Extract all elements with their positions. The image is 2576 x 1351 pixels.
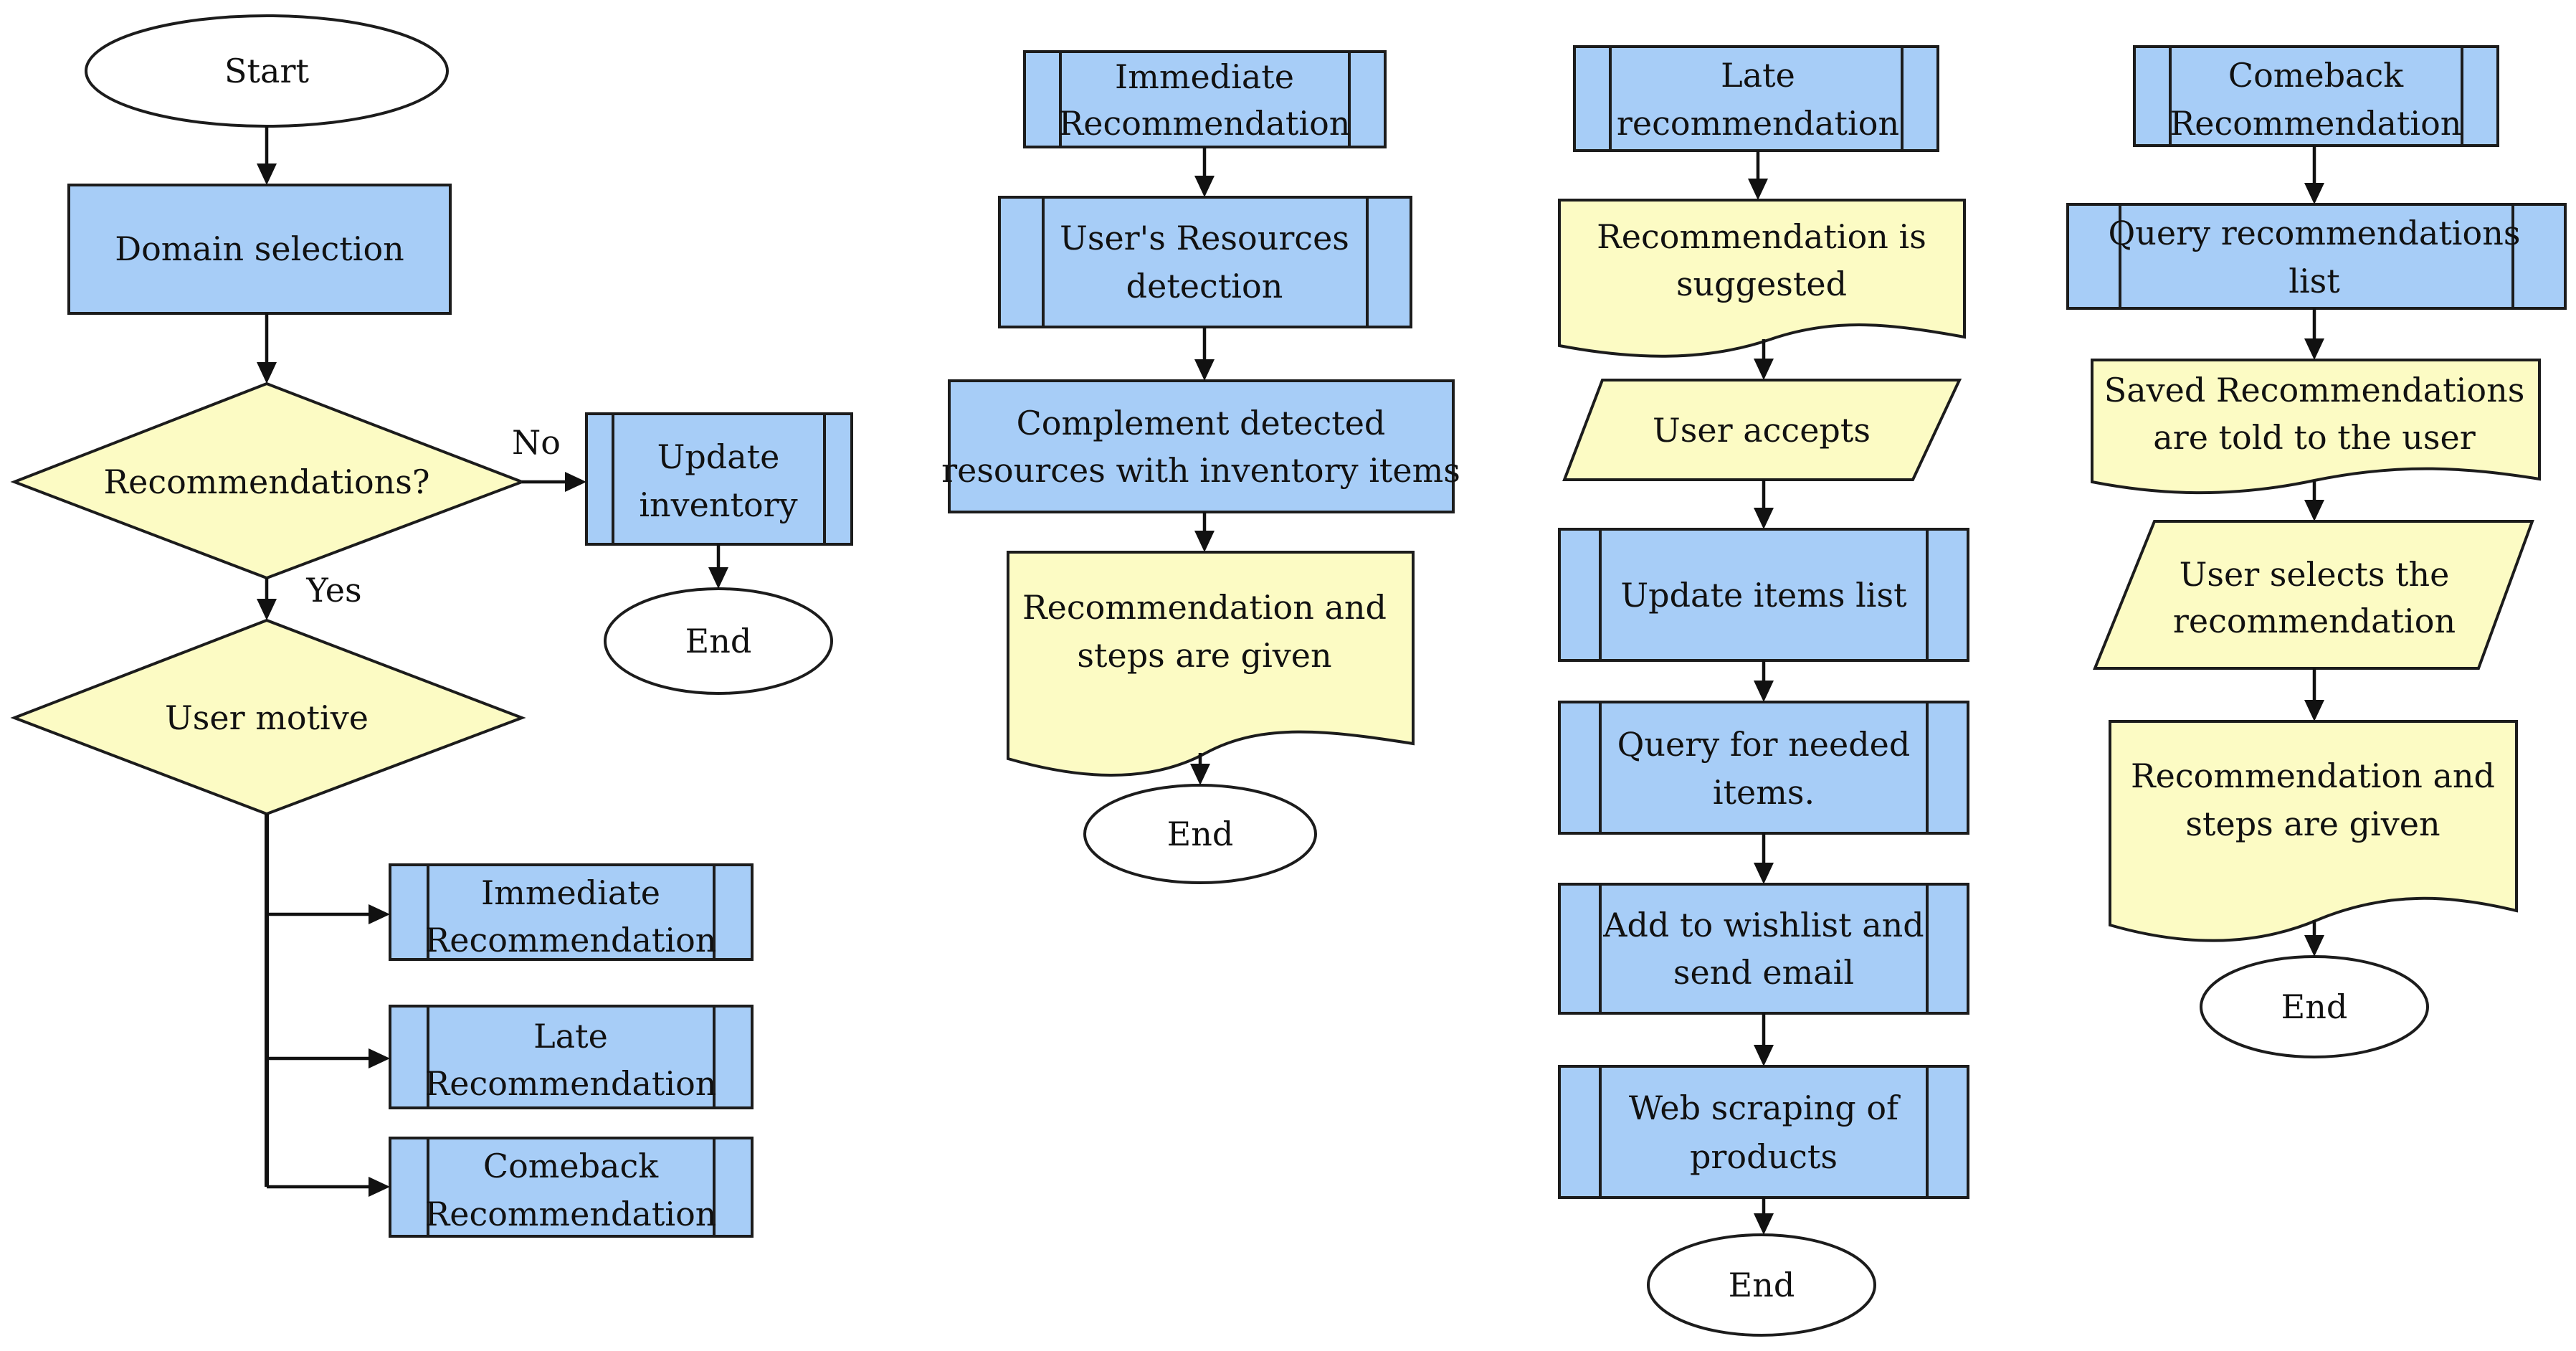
late-suggested-document: Recommendation is suggested xyxy=(1558,199,1966,358)
immediate-flow-connectors xyxy=(1190,147,1215,785)
branch-late-line1: Late xyxy=(533,1017,608,1056)
comeback-end-terminal: End xyxy=(2200,955,2429,1058)
end-terminal-main: End xyxy=(604,587,833,695)
late-header-line2: recommendation xyxy=(1617,104,1899,143)
late-end-label: End xyxy=(1729,1266,1795,1304)
branch-comeback-line2: Recommendation xyxy=(425,1195,717,1233)
immediate-header-line1: Immediate xyxy=(1115,57,1294,96)
comeback-header-line1: Comeback xyxy=(2228,56,2404,95)
query-list-line1: Query recommendations xyxy=(2109,214,2521,252)
wishlist-subprocess: Add to wishlist and send email xyxy=(1558,883,1969,1015)
update-items-subprocess: Update items list xyxy=(1558,528,1969,662)
complement-line1: Complement detected xyxy=(1017,404,1386,442)
update-inventory-subprocess: Update inventory xyxy=(585,412,853,546)
comeback-recommendation-document: Recommendation and steps are given xyxy=(2109,720,2518,942)
user-motive-label: User motive xyxy=(165,698,369,737)
branch-immediate-line2: Recommendation xyxy=(425,921,717,959)
wishlist-line2: send email xyxy=(1673,953,1854,992)
resources-detection-line2: detection xyxy=(1126,267,1283,305)
query-needed-subprocess: Query for needed items. xyxy=(1558,701,1969,835)
immediate-header-subprocess: Immediate Recommendation xyxy=(1023,50,1387,148)
branch-immediate-subprocess: Immediate Recommendation xyxy=(389,863,754,961)
late-flow: Late recommendation Recommendation is su… xyxy=(1558,45,1969,1337)
web-scraping-line1: Web scraping of xyxy=(1629,1089,1901,1127)
domain-selection-label: Domain selection xyxy=(115,229,404,268)
update-inventory-line1: Update xyxy=(657,437,780,476)
user-selects-line2: recommendation xyxy=(2173,602,2456,640)
recommendations-decision-label: Recommendations? xyxy=(103,463,429,501)
immediate-header-line2: Recommendation xyxy=(1059,104,1351,143)
update-inventory-line2: inventory xyxy=(639,485,797,524)
comeback-end-label: End xyxy=(2281,987,2348,1026)
branch-comeback-subprocess: Comeback Recommendation xyxy=(389,1137,754,1238)
recommendations-decision: Recommendations? xyxy=(10,381,526,580)
late-doc-line2: suggested xyxy=(1676,265,1847,303)
comeback-doc-line2: steps are given xyxy=(2185,805,2440,843)
user-selects-io: User selects the recommendation xyxy=(2093,520,2534,670)
late-end-terminal: End xyxy=(1647,1233,1876,1337)
resources-detection-subprocess: User's Resources detection xyxy=(998,196,1412,328)
late-flow-connectors xyxy=(1748,151,1774,1235)
branch-late-line2: Recommendation xyxy=(425,1064,717,1103)
saved-doc-line2: are told to the user xyxy=(2153,418,2475,457)
start-label: Start xyxy=(224,52,309,90)
query-list-line2: list xyxy=(2289,262,2340,300)
update-items-label: Update items list xyxy=(1620,576,1907,615)
branch-late-subprocess: Late Recommendation xyxy=(389,1005,754,1109)
late-header-line1: Late xyxy=(1721,56,1795,95)
late-doc-line1: Recommendation is xyxy=(1597,217,1926,256)
user-motive-decision: User motive xyxy=(10,618,526,816)
query-needed-line1: Query for needed xyxy=(1617,725,1911,764)
branch-comeback-line1: Comeback xyxy=(483,1147,659,1185)
immediate-flow: Immediate Recommendation User's Resource… xyxy=(941,50,1460,884)
query-needed-line2: items. xyxy=(1713,773,1815,812)
comeback-flow-connectors xyxy=(2304,146,2324,957)
yes-branch-label: Yes xyxy=(305,571,361,610)
late-header-subprocess: Late recommendation xyxy=(1573,45,1939,152)
immediate-end-terminal: End xyxy=(1083,784,1317,884)
branch-immediate-line1: Immediate xyxy=(481,873,660,912)
comeback-flow: Comeback Recommendation Query recommenda… xyxy=(2066,45,2567,1058)
end-label-main: End xyxy=(685,622,752,660)
no-branch-label: No xyxy=(512,423,561,462)
complement-line2: resources with inventory items xyxy=(941,451,1460,490)
immediate-doc-line1: Recommendation and xyxy=(1022,588,1387,627)
immediate-recommendation-document: Recommendation and steps are given xyxy=(1007,551,1415,777)
wishlist-line1: Add to wishlist and xyxy=(1602,906,1924,944)
complement-process: Complement detected resources with inven… xyxy=(941,379,1460,513)
user-selects-line1: User selects the xyxy=(2180,555,2450,594)
saved-recommendations-document: Saved Recommendations are told to the us… xyxy=(2091,359,2541,495)
user-accepts-io: User accepts xyxy=(1562,379,1962,481)
comeback-header-subprocess: Comeback Recommendation xyxy=(2133,45,2499,147)
resources-detection-line1: User's Resources xyxy=(1060,219,1349,257)
web-scraping-subprocess: Web scraping of products xyxy=(1558,1065,1969,1199)
web-scraping-line2: products xyxy=(1690,1137,1838,1176)
immediate-doc-line2: steps are given xyxy=(1077,636,1331,675)
comeback-doc-line1: Recommendation and xyxy=(2131,757,2495,795)
immediate-end-label: End xyxy=(1167,815,1234,853)
domain-selection-process: Domain selection xyxy=(67,184,452,315)
main-flow: Start Domain selection Recommendations? … xyxy=(10,14,853,1238)
comeback-header-line2: Recommendation xyxy=(2170,104,2462,143)
saved-doc-line1: Saved Recommendations xyxy=(2104,371,2525,409)
user-accepts-label: User accepts xyxy=(1653,411,1871,450)
query-list-subprocess: Query recommendations list xyxy=(2066,203,2567,310)
main-flow-connectors xyxy=(257,126,728,1197)
start-terminal: Start xyxy=(85,14,449,128)
